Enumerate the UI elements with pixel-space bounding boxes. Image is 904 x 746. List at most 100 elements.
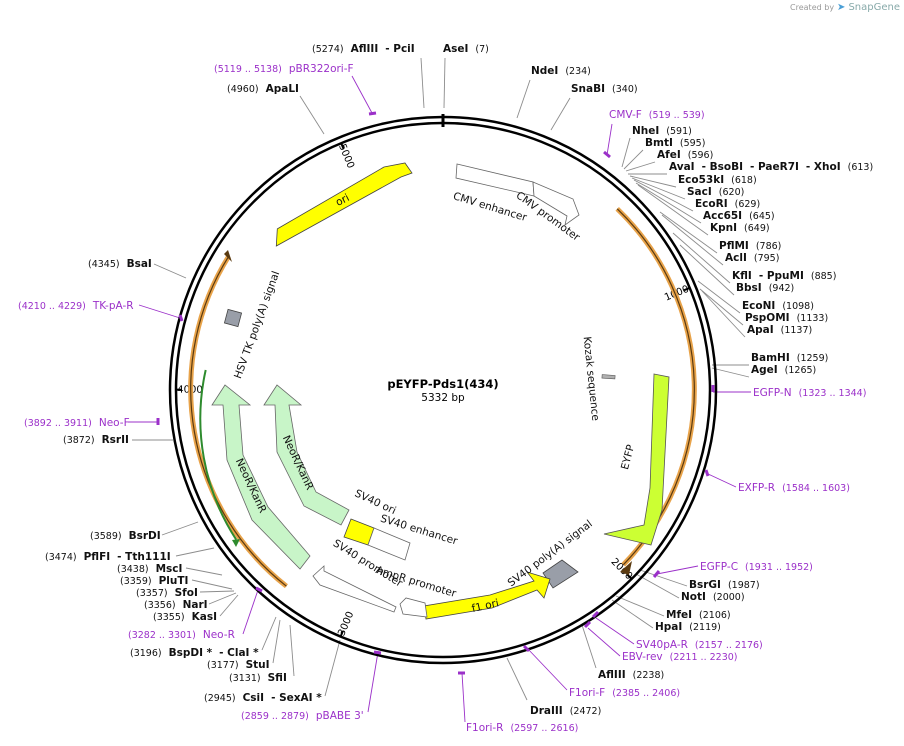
restriction-site-label[interactable]: BbsI(942) xyxy=(736,282,794,294)
enzyme-name: ApaLI xyxy=(266,83,299,95)
primer-name: Neo-R xyxy=(203,629,235,641)
restriction-site-label[interactable]: (3474)PflFI- Tth111I xyxy=(45,551,171,563)
restriction-site-label[interactable]: (3438)MscI xyxy=(117,563,182,575)
restriction-site-label[interactable]: (3359)PluTI xyxy=(120,575,188,587)
restriction-site-label[interactable]: DraIII(2472) xyxy=(530,705,601,717)
restriction-site-label[interactable]: (3589)BsrDI xyxy=(90,530,161,542)
site-leader-line xyxy=(699,288,744,326)
site-position: (2000) xyxy=(713,592,745,603)
enzyme-name: BsrDI xyxy=(129,530,161,542)
restriction-site-label[interactable]: Acc65I(645) xyxy=(703,210,775,222)
primer-range: (1931 .. 1952) xyxy=(745,562,813,573)
primer-binding-mark xyxy=(255,586,263,593)
restriction-site-label[interactable]: HpaI(2119) xyxy=(655,621,721,633)
restriction-site-label[interactable]: SnaBI(340) xyxy=(571,83,638,95)
site-leader-line xyxy=(516,79,531,119)
site-leader-line xyxy=(635,573,680,599)
restriction-site-label[interactable]: AvaI- BsoBI- PaeR7I- XhoI(613) xyxy=(669,161,873,173)
restriction-site-label[interactable]: AclI(795) xyxy=(725,252,779,264)
primer-range: (2211 .. 2230) xyxy=(670,652,738,663)
primer-label[interactable]: EGFP-N(1323 .. 1344) xyxy=(753,387,866,399)
primer-leader-line xyxy=(705,472,737,488)
restriction-site-label[interactable]: Eco53kI(618) xyxy=(678,174,757,186)
site-position: (786) xyxy=(756,241,782,252)
primer-label[interactable]: (3282 .. 3301)Neo-R xyxy=(128,629,235,641)
restriction-site-label[interactable]: BamHI(1259) xyxy=(751,352,828,364)
restriction-site-label[interactable]: KflI- PpuMI(885) xyxy=(732,270,836,282)
primer-label[interactable]: (4210 .. 4229)TK-pA-R xyxy=(18,300,134,312)
site-position: (3438) xyxy=(117,564,149,575)
restriction-site-label[interactable]: SacI(620) xyxy=(687,186,744,198)
enzyme-name: BmtI xyxy=(645,137,673,149)
site-position: (234) xyxy=(565,66,591,77)
restriction-site-label[interactable]: (3131)SfiI xyxy=(229,672,287,684)
restriction-site-label[interactable]: AseI(7) xyxy=(443,43,489,55)
primer-label[interactable]: (3892 .. 3911)Neo-F xyxy=(24,417,130,429)
primer-label[interactable]: (2859 .. 2879)pBABE 3' xyxy=(241,710,364,722)
restriction-site-label[interactable]: KpnI(649) xyxy=(710,222,770,234)
restriction-site-label[interactable]: AflIII(2238) xyxy=(598,669,664,681)
restriction-site-label[interactable]: (3355)KasI xyxy=(153,611,217,623)
primer-leader-line xyxy=(461,672,466,723)
restriction-site-label[interactable]: ApaI(1137) xyxy=(747,324,812,336)
site-position: (4345) xyxy=(88,259,120,270)
restriction-site-label[interactable]: (5274)AflIII- PciI xyxy=(312,43,415,55)
primer-label[interactable]: CMV-F(519 .. 539) xyxy=(609,109,705,121)
site-leader-line xyxy=(661,214,724,266)
site-leader-line xyxy=(581,624,597,669)
primer-binding-mark xyxy=(368,111,377,116)
restriction-site-label[interactable]: (3356)NarI xyxy=(144,599,208,611)
enzyme-name: NheI xyxy=(632,125,659,137)
restriction-site-label[interactable]: (3357)SfoI xyxy=(136,587,198,599)
primer-range: (4210 .. 4229) xyxy=(18,301,86,312)
primer-range: (1584 .. 1603) xyxy=(782,483,850,494)
tick-label: 5000 xyxy=(336,142,356,170)
enzyme-name: Eco53kI xyxy=(678,174,724,186)
restriction-site-label[interactable]: (4960)ApaLI xyxy=(227,83,299,95)
primer-label[interactable]: F1ori-F(2385 .. 2406) xyxy=(569,687,680,699)
site-position: (1137) xyxy=(781,325,813,336)
site-leader-line xyxy=(272,619,281,664)
enzyme-name: SfiI xyxy=(268,672,287,684)
site-position: (3359) xyxy=(120,576,152,587)
primer-leader-line xyxy=(595,617,635,645)
primer-label[interactable]: EGFP-C(1931 .. 1952) xyxy=(700,561,813,573)
restriction-site-label[interactable]: PflMI(786) xyxy=(719,240,781,252)
primer-range: (2597 .. 2616) xyxy=(510,723,578,734)
primer-label[interactable]: SV40pA-R(2157 .. 2176) xyxy=(636,639,763,651)
restriction-site-label[interactable]: BmtI(595) xyxy=(645,137,705,149)
snapgene-logo-icon: ➤ xyxy=(837,2,846,13)
restriction-site-label[interactable]: BsrGI(1987) xyxy=(689,579,760,591)
primer-label[interactable]: (5119 .. 5138)pBR322ori-F xyxy=(214,63,354,75)
restriction-site-label[interactable]: (3177)StuI xyxy=(207,659,270,671)
plasmid-name: pEYFP-Pds1(434) xyxy=(387,377,498,391)
site-position: (645) xyxy=(749,211,775,222)
primer-label[interactable]: EBV-rev(2211 .. 2230) xyxy=(622,651,738,663)
restriction-site-label[interactable]: EcoNI(1098) xyxy=(742,300,814,312)
primer-label[interactable]: EXFP-R(1584 .. 1603) xyxy=(738,482,850,494)
site-position: (7) xyxy=(475,44,488,55)
site-position: (3357) xyxy=(136,588,168,599)
restriction-site-label[interactable]: (2945)CsiI- SexAI * xyxy=(204,692,322,704)
site-leader-line xyxy=(506,657,528,701)
restriction-site-label[interactable]: NdeI(234) xyxy=(531,65,591,77)
restriction-site-label[interactable]: MfeI(2106) xyxy=(666,609,731,621)
primer-binding-mark xyxy=(704,469,710,477)
primer-label[interactable]: F1ori-R(2597 .. 2616) xyxy=(466,722,578,734)
restriction-site-label[interactable]: NheI (591) xyxy=(632,125,692,137)
restriction-site-label[interactable]: AgeI(1265) xyxy=(751,364,816,376)
site-position: (591) xyxy=(666,126,692,137)
restriction-site-label[interactable]: (3872)RsrII xyxy=(63,434,129,446)
restriction-site-label[interactable]: NotI(2000) xyxy=(681,591,745,603)
restriction-site-label[interactable]: PspOMI(1133) xyxy=(745,312,828,324)
enzyme-name: - PpuMI xyxy=(759,270,804,282)
primer-range: (519 .. 539) xyxy=(649,110,705,121)
site-position: (3355) xyxy=(153,612,185,623)
restriction-site-label[interactable]: (4345)BsaI xyxy=(88,258,152,270)
restriction-site-label[interactable]: (3196)BspDI *- ClaI * xyxy=(130,647,259,659)
enzyme-name: - ClaI * xyxy=(219,647,259,659)
restriction-site-label[interactable]: AfeI(596) xyxy=(657,149,713,161)
primer-binding-mark xyxy=(373,650,382,655)
primer-binding-mark xyxy=(603,150,611,159)
restriction-site-label[interactable]: EcoRI(629) xyxy=(695,198,760,210)
